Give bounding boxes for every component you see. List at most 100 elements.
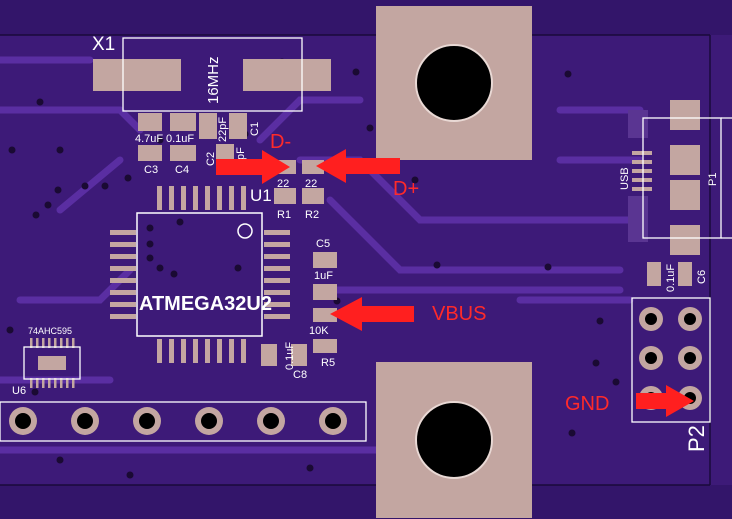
u6-pin-bottom: [30, 378, 33, 388]
u6-pin-top: [66, 338, 69, 348]
u1-pin-top: [217, 186, 222, 210]
header-pin-hole: [201, 413, 217, 429]
p2-pin-hole: [645, 313, 657, 325]
u1-pin-bottom: [169, 339, 174, 363]
shift-register-u6: 74AHC595 U6: [12, 326, 81, 397]
u6-label: U6: [12, 385, 26, 397]
u1-pin-left: [110, 266, 136, 271]
arrow-d-minus-icon: [216, 150, 290, 184]
u1-pin-top: [205, 186, 210, 210]
header-pin-hole: [263, 413, 279, 429]
usb-label: USB: [619, 167, 631, 190]
u1-pin-left: [110, 302, 136, 307]
u6-pin-bottom: [42, 378, 45, 388]
r1-value: 22: [277, 178, 289, 190]
u1-pin-right: [264, 314, 290, 319]
u6-pin-bottom: [66, 378, 69, 388]
u1-pin-top: [157, 186, 162, 210]
u6-pin-top: [54, 338, 57, 348]
crystal-frequency-label: 16MHz: [205, 56, 222, 104]
annotation-d-plus: D+: [393, 178, 419, 200]
u6-pin-top: [30, 338, 33, 348]
header-pin-hole: [325, 413, 341, 429]
arrow-gnd-icon: [636, 385, 694, 417]
u6-pin-bottom: [48, 378, 51, 388]
p1-label: P1: [707, 173, 719, 186]
u1-pin-right: [264, 242, 290, 247]
u1-pin-bottom: [157, 339, 162, 363]
c2-value: 22pF: [217, 117, 229, 142]
u1-pin-left: [110, 230, 136, 235]
c6-value: 0.1uF: [665, 264, 677, 292]
c4-value: 0.1uF: [166, 133, 194, 145]
u1-pin-bottom: [205, 339, 210, 363]
x1-label: X1: [92, 34, 115, 55]
u1-pin-top: [193, 186, 198, 210]
u1-pin-right: [264, 230, 290, 235]
mount-hole-bottom: [376, 362, 532, 518]
u1-pin-left: [110, 242, 136, 247]
board-top-margin: [0, 0, 732, 35]
u6-pin-bottom: [36, 378, 39, 388]
u1-pin-left: [110, 314, 136, 319]
header-pin-hole: [77, 413, 93, 429]
u1-pin-bottom: [193, 339, 198, 363]
caps-c5-r5-c8: [261, 252, 337, 366]
mount-hole-top: [376, 6, 532, 160]
u1-pin-bottom: [229, 339, 234, 363]
u1-pin-right: [264, 266, 290, 271]
board-bottom-margin: [0, 485, 732, 519]
u6-pin-bottom: [72, 378, 75, 388]
header-pin-hole: [15, 413, 31, 429]
c2-label: C2: [205, 152, 217, 166]
u6-pin-top: [60, 338, 63, 348]
mcu-u1: ATMEGA32U2 U1: [110, 186, 290, 363]
p2-pin-hole: [684, 313, 696, 325]
u6-pin-top: [72, 338, 75, 348]
u1-label: U1: [250, 186, 272, 205]
u1-pin-right: [264, 290, 290, 295]
u1-pin-right: [264, 254, 290, 259]
u6-pin-bottom: [60, 378, 63, 388]
c1-value: pF: [235, 147, 247, 160]
c4-label: C4: [175, 164, 189, 176]
arrow-d-plus-icon: [316, 149, 400, 183]
u6-pin-bottom: [54, 378, 57, 388]
c8-label: C8: [293, 369, 307, 381]
c1-label: C1: [249, 122, 261, 136]
c6-label: C6: [696, 270, 708, 284]
u1-pin-bottom: [241, 339, 246, 363]
u1-pin-right: [264, 278, 290, 283]
c5-value: 1uF: [314, 270, 333, 282]
u1-pin-left: [110, 290, 136, 295]
caps-c3-c4: [138, 113, 247, 161]
p2-label: P2: [684, 425, 709, 452]
c3-value: 4.7uF: [135, 133, 163, 145]
u6-pin-top: [48, 338, 51, 348]
u1-pin-bottom: [181, 339, 186, 363]
annotations: D- D+ VBUS GND: [216, 131, 694, 417]
annotation-gnd: GND: [565, 393, 609, 415]
arrow-vbus-icon: [330, 297, 414, 331]
c3-label: C3: [144, 164, 158, 176]
c5-label: C5: [316, 238, 330, 250]
u1-pin-left: [110, 278, 136, 283]
r5-value: 10K: [309, 325, 329, 337]
annotation-d-minus: D-: [270, 131, 291, 153]
u1-pin-top: [229, 186, 234, 210]
r2-value: 22: [305, 178, 317, 190]
c8-value: 0.1uF: [284, 342, 296, 370]
annotation-vbus: VBUS: [432, 303, 486, 325]
p2-pin-hole: [684, 352, 696, 364]
header-pin-hole: [139, 413, 155, 429]
crystal-x1: X1 16MHz: [92, 34, 331, 112]
u6-value: 74AHC595: [28, 326, 72, 336]
u6-pin-top: [42, 338, 45, 348]
u1-pin-bottom: [217, 339, 222, 363]
u1-pin-top: [169, 186, 174, 210]
r5-label: R5: [321, 357, 335, 369]
cap-c6: [647, 262, 692, 286]
u1-pin-top: [181, 186, 186, 210]
